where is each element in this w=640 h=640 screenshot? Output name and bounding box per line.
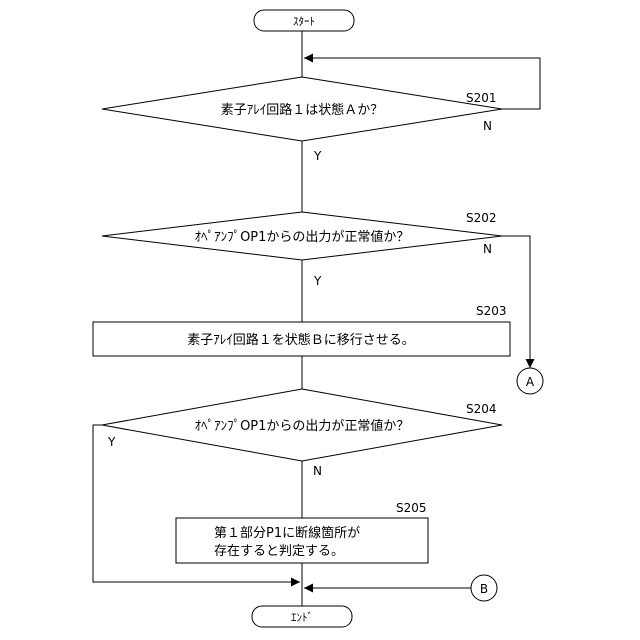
process-s203-text: 素子ｱﾚｲ回路１を状態Ｂに移行させる。 [187,332,415,348]
start-label: ｽﾀｰﾄ [293,15,315,28]
step-id-s203: S203 [476,304,507,318]
no-label-s204: N [313,464,322,478]
decision-s201-text: 素子ｱﾚｲ回路１は状態Ａか？ [221,102,384,118]
yes-label-s202: Y [313,274,322,288]
step-id-s205: S205 [396,501,427,515]
end-label: ｴﾝﾄﾞ [291,611,313,624]
decision-s202-text: ｵﾍﾟｱﾝﾌﾟOP1からの出力が正常値か？ [195,229,410,245]
connector-a-label: A [526,375,535,389]
step-id-s201: S201 [466,91,497,105]
decision-s204-text: ｵﾍﾟｱﾝﾌﾟOP1からの出力が正常値か？ [195,418,410,434]
process-s205-text-line2: 存在すると判定する。 [214,544,344,559]
no-label-s202: N [483,242,492,256]
yes-label-s204: Y [107,435,116,449]
step-id-s202: S202 [466,211,497,225]
connector-b-label: B [480,582,488,596]
process-s205-text-line1: 第１部分P1に断線箇所が [214,525,360,541]
yes-label-s201: Y [313,149,322,163]
step-id-s204: S204 [466,402,497,416]
no-label-s201: N [483,119,492,133]
